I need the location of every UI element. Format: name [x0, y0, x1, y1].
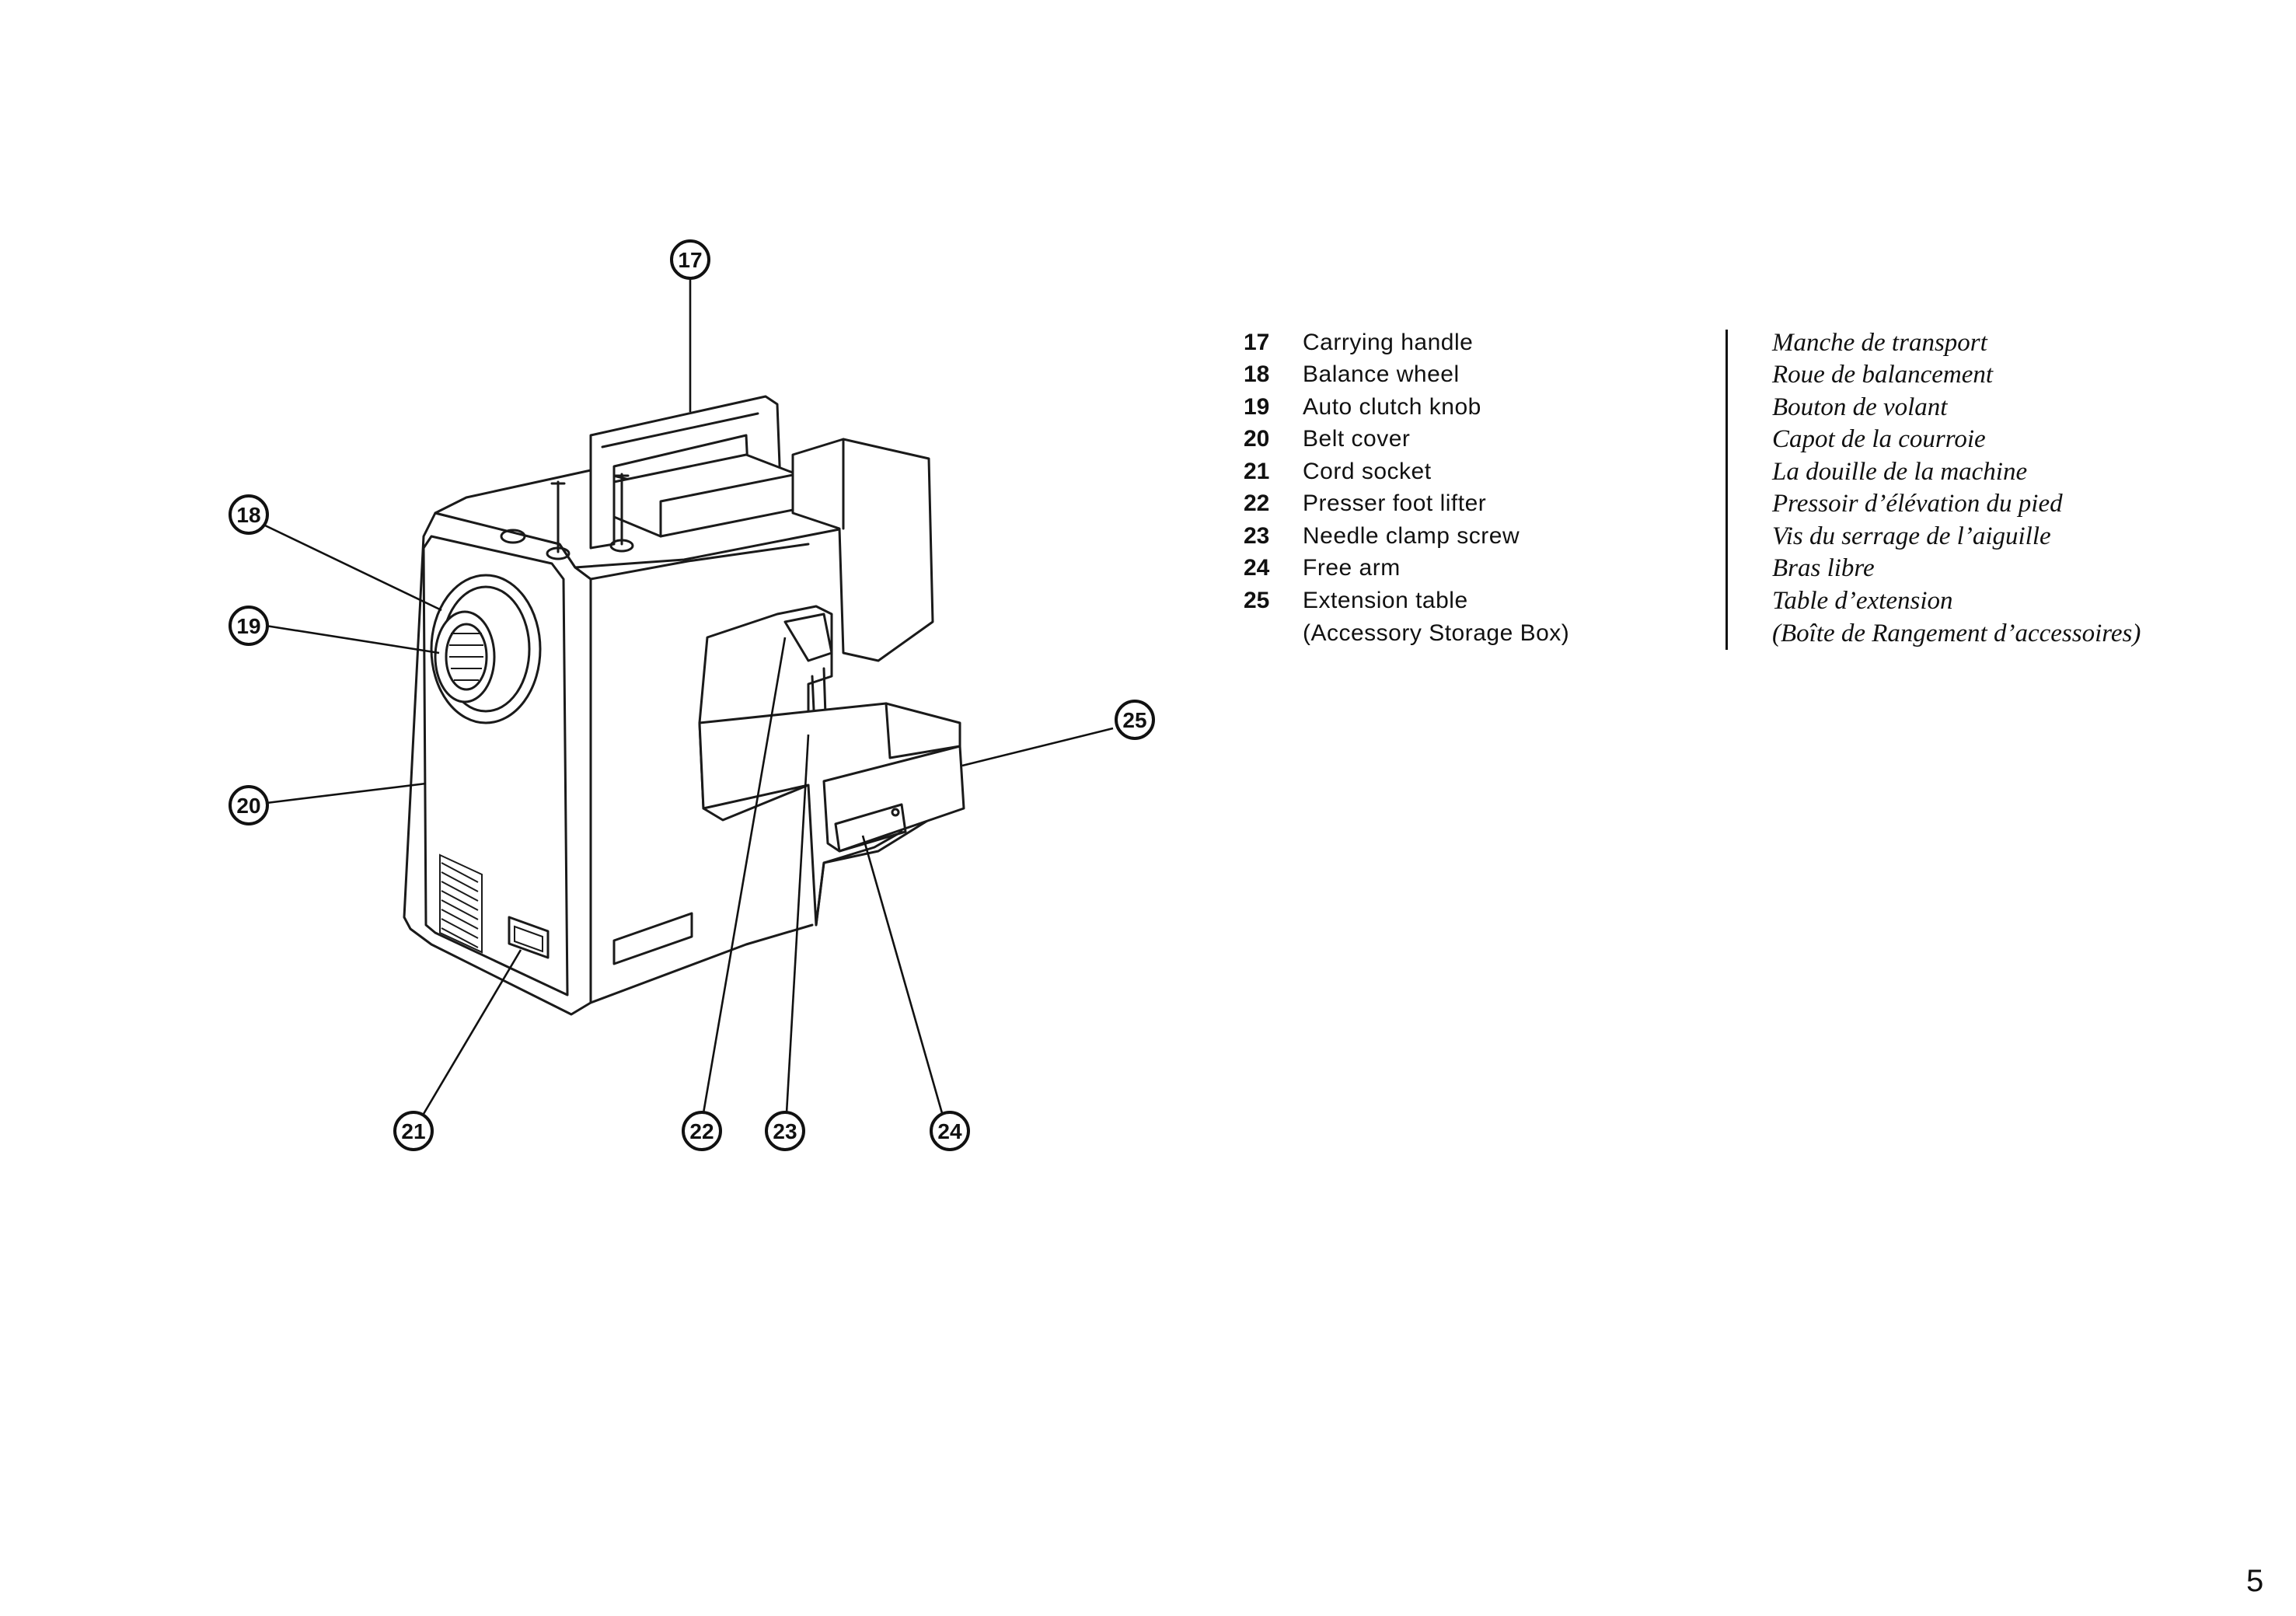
svg-text:24: 24	[937, 1119, 962, 1143]
legend-french: Pressoir d’élévation du pied	[1772, 490, 2063, 518]
legend-english: Presser foot lifter	[1303, 490, 1487, 516]
callout-17: 17	[670, 239, 710, 280]
svg-text:19: 19	[236, 614, 260, 638]
legend-french: La douille de la machine	[1772, 458, 2028, 486]
machine-head	[791, 438, 934, 662]
callout-19: 19	[229, 606, 269, 646]
svg-text:20: 20	[236, 794, 260, 818]
legend-english: Cord socket	[1303, 459, 1432, 484]
needle-bar	[822, 667, 827, 717]
presser-foot-lifter	[783, 613, 833, 662]
svg-text:21: 21	[401, 1119, 425, 1143]
legend-english: Balance wheel	[1303, 361, 1460, 387]
svg-text:25: 25	[1122, 708, 1146, 732]
legend-english: (Accessory Storage Box)	[1303, 620, 1570, 646]
legend-number: 17	[1244, 330, 1270, 355]
callout-leaders	[264, 277, 1114, 1115]
legend-french: Capot de la courroie	[1772, 425, 1986, 453]
label-plate	[612, 912, 693, 965]
legend-french: Bouton de volant	[1772, 393, 1948, 421]
legend-french: Table d’extension	[1772, 587, 1953, 615]
legend-number: 24	[1244, 555, 1270, 581]
legend-french: (Boîte de Rangement d’accessoires)	[1772, 620, 2141, 647]
legend-french: Roue de balancement	[1772, 361, 1994, 389]
vent-grille	[439, 853, 483, 954]
legend-number: 22	[1244, 490, 1270, 516]
legend-divider	[1725, 330, 1728, 650]
svg-text:17: 17	[678, 248, 702, 272]
svg-text:18: 18	[236, 503, 260, 527]
svg-text:22: 22	[689, 1119, 714, 1143]
sewing-machine-illustration	[403, 395, 965, 1016]
legend-english: Needle clamp screw	[1303, 523, 1520, 549]
legend-number: 21	[1244, 459, 1270, 484]
callout-22: 22	[682, 1111, 722, 1151]
legend-number: 18	[1244, 361, 1270, 387]
legend-number: 23	[1244, 523, 1270, 549]
legend-english: Auto clutch knob	[1303, 394, 1481, 420]
callout-24: 24	[930, 1111, 970, 1151]
legend-french: Bras libre	[1772, 554, 1875, 582]
extension-table	[822, 745, 965, 853]
legend-english: Free arm	[1303, 555, 1401, 581]
legend-french: Manche de transport	[1772, 329, 1987, 357]
legend-english: Carrying handle	[1303, 330, 1474, 355]
page-number: 5	[2246, 1564, 2264, 1598]
callout-18: 18	[229, 494, 269, 535]
legend-french: Vis du serrage de l’aiguille	[1772, 522, 2051, 550]
legend-english: Belt cover	[1303, 426, 1411, 452]
legend-number: 25	[1244, 588, 1270, 613]
legend-number: 19	[1244, 394, 1270, 420]
callout-21: 21	[393, 1111, 434, 1151]
callout-23: 23	[765, 1111, 805, 1151]
arm-opening	[698, 605, 833, 822]
legend-english: Extension table	[1303, 588, 1468, 613]
svg-text:23: 23	[773, 1119, 797, 1143]
callout-25: 25	[1115, 700, 1155, 740]
callout-20: 20	[229, 785, 269, 825]
legend-number: 20	[1244, 426, 1270, 452]
